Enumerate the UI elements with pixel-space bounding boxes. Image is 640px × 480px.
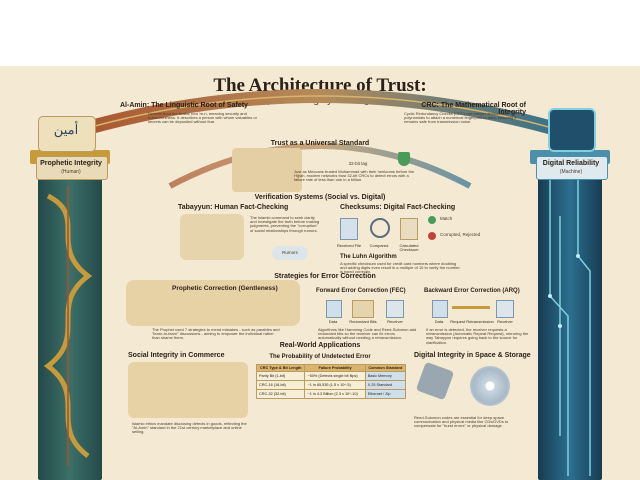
- arq-request-label: Request Retransmission: [450, 319, 494, 324]
- disc-icon: [470, 366, 510, 406]
- arq-data-icon: [432, 300, 448, 318]
- prophetic-heading: Prophetic Correction (Gentleness): [172, 285, 278, 292]
- tabayyun-text: The Islamic command to seek clarity and …: [250, 215, 320, 233]
- trust-text: Just as Meccans trusted Muhammad with th…: [294, 169, 415, 183]
- table-row: CRC-16 (16-bit) ~1 in 65,535 (1.5 x 10^-…: [255, 380, 407, 390]
- calculated-label: Calculated Checksum: [399, 243, 419, 253]
- fec-data-label: Data: [328, 319, 338, 324]
- arq-arrow-icon: [452, 306, 490, 309]
- probability-table: CRC Type & Bit Length Failure Probabilit…: [255, 364, 407, 399]
- corrupted-label: Corrupted, Rejected: [440, 232, 481, 237]
- arq-text: If an error is detected, the receiver re…: [426, 327, 529, 345]
- circuit-icon: [548, 176, 591, 476]
- arch-illustration: [57, 89, 583, 189]
- checksums-heading: Checksums: Digital Fact-Checking: [340, 204, 456, 211]
- market-illustration: [128, 362, 248, 418]
- arq-receiver-label: Receiver: [497, 319, 513, 324]
- scroll-icon: [38, 116, 96, 152]
- shield-check-icon: [398, 152, 410, 166]
- magnifier-icon: [370, 218, 390, 238]
- left-pillar-ornament: [43, 186, 93, 466]
- fec-heading: Forward Error Correction (FEC): [316, 288, 406, 294]
- strategies-heading: Strategies for Error Correction: [274, 273, 376, 280]
- table-cell: CRC-32 (32-bit): [255, 389, 306, 399]
- right-pillar-sub: (Machine): [559, 169, 583, 175]
- al-amin-heading: Al-Amin: The Linguistic Root of Safety: [120, 102, 248, 109]
- fec-data-icon: [326, 300, 342, 318]
- left-pillar-label-box: [36, 156, 108, 180]
- prophetic-text: The Prophet used 7 strategies to mend mi…: [152, 327, 280, 341]
- infographic-canvas: The Architecture of Trust: Bridging Prop…: [0, 66, 640, 480]
- bits-label: 32-bit tag: [348, 161, 368, 166]
- broken-vase-illustration: [126, 280, 300, 326]
- arq-receiver-icon: [496, 300, 514, 318]
- table-cell: ~50% (Detects single bit flips): [304, 371, 366, 381]
- luhn-heading: The Luhn Algorithm: [340, 254, 397, 260]
- table-cell: Ethernet / Zip: [364, 389, 407, 399]
- scroll-text: أمين: [53, 123, 79, 138]
- people-illustration: [180, 214, 244, 260]
- space-text: Reed-Solomon codes are essential for dee…: [414, 415, 509, 429]
- applications-heading: Real-World Applications: [279, 342, 361, 349]
- table-heading: The Probability of Undetected Error: [269, 354, 371, 360]
- commerce-text: Islamic ethics mandate disclosing defect…: [132, 421, 247, 435]
- left-pillar-sub: (Human): [61, 169, 81, 175]
- fec-receiver-label: Receiver: [387, 319, 403, 324]
- arq-heading: Backward Error Correction (ARQ): [424, 288, 520, 294]
- table-header-cell: Failure Probability: [304, 364, 366, 372]
- rumors-cloud-icon: [272, 246, 308, 260]
- fec-bits-label: Redundant Bits: [349, 319, 377, 324]
- table-row: CRC-32 (32-bit) ~1 in 4.3 Billion (2.3 x…: [255, 389, 407, 399]
- crc-text: Cyclic Redundancy Checks (CRC) use integ…: [404, 111, 517, 125]
- chip-icon: [548, 108, 596, 152]
- x-icon: [428, 232, 436, 240]
- checksum-icon: [400, 218, 418, 240]
- file-icon: [340, 218, 358, 240]
- table-header-cell: Common Standard: [364, 364, 407, 372]
- fec-bits-icon: [352, 300, 374, 318]
- verification-heading: Verification Systems (Social vs. Digital…: [254, 194, 386, 201]
- crc-heading: CRC: The Mathematical Root of Integrity: [421, 102, 526, 117]
- space-heading: Digital Integrity in Space & Storage: [414, 352, 531, 359]
- compared-label: Compared: [369, 243, 389, 248]
- table-header-cell: CRC Type & Bit Length: [255, 364, 306, 372]
- meccans-scene: [232, 148, 302, 192]
- al-amin-text: Derived from the Arabic root 'm-n, meani…: [148, 111, 257, 125]
- page-title: The Architecture of Trust:: [213, 75, 427, 96]
- commerce-heading: Social Integrity in Commerce: [128, 352, 225, 359]
- check-icon: [428, 216, 436, 224]
- match-label: Match: [440, 216, 453, 221]
- fec-text: Algorithms like Hamming Code and Reed-So…: [318, 327, 417, 341]
- luhn-text: A specific checksum used for credit card…: [340, 261, 460, 275]
- fec-receiver-icon: [386, 300, 404, 318]
- right-pillar: [538, 156, 602, 480]
- table-cell: ~1 in 4.3 Billion (2.3 x 10^-10): [304, 389, 366, 399]
- arq-data-label: Data: [434, 319, 444, 324]
- table-cell: X.25 Standard: [364, 380, 407, 390]
- left-pillar-label: Prophetic Integrity: [40, 160, 102, 167]
- table-cell: CRC-16 (16-bit): [255, 380, 306, 390]
- trust-heading: Trust as a Universal Standard: [270, 140, 370, 147]
- rumors-label: Rumors: [282, 250, 298, 255]
- table-cell: Basic Memory: [364, 371, 407, 381]
- right-pillar-label-box: [536, 156, 608, 180]
- table-cell: ~1 in 65,535 (1.5 x 10^-5): [304, 380, 366, 390]
- table-cell: Parity Bit (1-bit): [255, 371, 306, 381]
- right-pillar-label: Digital Reliability: [542, 160, 600, 167]
- tabayyun-heading: Tabayyun: Human Fact-Checking: [178, 204, 289, 211]
- table-row: Parity Bit (1-bit) ~50% (Detects single …: [255, 371, 407, 381]
- received-label: Received File: [336, 243, 362, 248]
